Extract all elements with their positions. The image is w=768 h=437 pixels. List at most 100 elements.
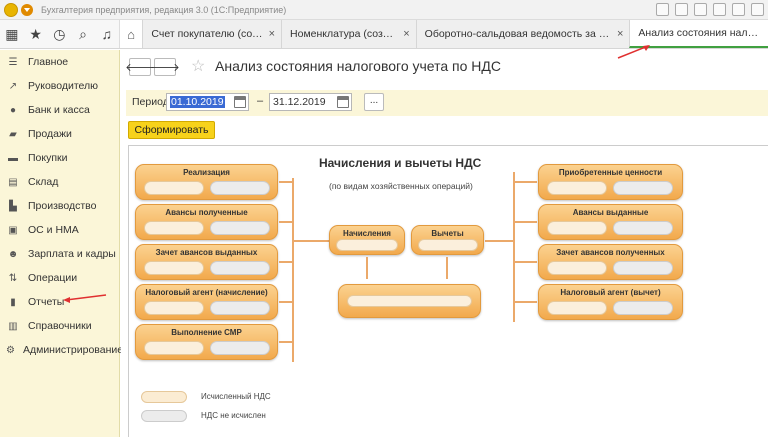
sidebar-item-label: Руководителю — [28, 80, 99, 92]
notifications-icon[interactable] — [732, 3, 745, 16]
tab-turnover[interactable]: Оборотно-сальдовая ведомость за Ноябрь 2… — [415, 20, 630, 48]
connector-line — [515, 181, 537, 183]
bell-icon[interactable]: ♫ — [101, 26, 113, 42]
sidebar-item-label: Зарплата и кадры — [28, 248, 116, 260]
block-accruals[interactable]: Начисления — [329, 225, 405, 255]
forward-button[interactable]: 🡒 — [150, 58, 180, 76]
sidebar-item-sales[interactable]: ▰Продажи — [0, 122, 119, 146]
sidebar-item-purchases[interactable]: ▬Покупки — [0, 146, 119, 170]
date-from-value: 01.10.2019 — [170, 96, 225, 108]
block-label: Начисления — [343, 229, 391, 238]
date-to-value: 31.12.2019 — [273, 96, 326, 108]
assets-icon: ▣ — [8, 224, 18, 236]
sidebar-item-reports[interactable]: ▮Отчеты — [0, 290, 119, 314]
sidebar-item-directories[interactable]: ▥Справочники — [0, 314, 119, 338]
calc-vat-pill — [336, 239, 398, 251]
legend-nocalc-swatch — [141, 410, 187, 422]
tab-vat-analysis[interactable]: Анализ состояния налогового учета по НДС — [629, 20, 768, 48]
favorite-star-icon[interactable]: ☆ — [191, 58, 206, 75]
sidebar-item-admin[interactable]: ⚙Администрирование — [0, 338, 123, 362]
tab-label: Счет покупателю (создание) * — [151, 28, 263, 40]
block-vat-total[interactable] — [338, 284, 481, 318]
connector-line — [515, 261, 537, 263]
minimize-icon[interactable] — [751, 3, 764, 16]
sidebar-item-label: Операции — [28, 272, 78, 284]
no-vat-pill — [210, 301, 270, 315]
connector-arrow — [292, 240, 329, 242]
block-purchased-goods[interactable]: Приобретенные ценности — [538, 164, 683, 200]
factory-icon: ▙ — [9, 200, 17, 212]
block-tax-agent-deduction[interactable]: Налоговый агент (вычет) — [538, 284, 683, 320]
main-content: 🡐 🡒 ☆ Анализ состояния налогового учета … — [121, 50, 768, 437]
close-icon[interactable]: × — [268, 28, 276, 40]
block-sales[interactable]: Реализация — [135, 164, 278, 200]
block-advances-received[interactable]: Авансы полученные — [135, 204, 278, 240]
sidebar-item-label: Справочники — [28, 320, 92, 332]
block-label: Реализация — [183, 168, 230, 177]
connector-line — [279, 181, 292, 183]
calendar-icon[interactable] — [713, 3, 726, 16]
connector-arrow — [366, 257, 368, 279]
generate-button[interactable]: Сформировать — [128, 121, 215, 139]
block-label: Налоговый агент (вычет) — [560, 288, 661, 297]
sidebar-item-operations[interactable]: ⇅Операции — [0, 266, 119, 290]
favorites-star-icon[interactable]: ★ — [29, 25, 42, 42]
block-construction[interactable]: Выполнение СМР — [135, 324, 278, 360]
block-offset-advances-issued[interactable]: Зачет авансов выданных — [135, 244, 278, 280]
close-icon[interactable]: × — [616, 28, 624, 40]
window-title: Бухгалтерия предприятия, редакция 3.0 (1… — [41, 4, 287, 15]
block-label: Зачет авансов полученных — [556, 248, 665, 257]
filter-bar: Период: 01.10.2019 – 31.12.2019 ... — [126, 90, 768, 116]
calendar-icon[interactable] — [234, 96, 246, 108]
sidebar-item-label: ОС и НМА — [28, 224, 79, 236]
calc-vat-pill — [347, 295, 472, 307]
block-deductions[interactable]: Вычеты — [411, 225, 484, 255]
tab-nomenclature[interactable]: Номенклатура (создание) × — [281, 20, 416, 48]
save-icon[interactable] — [656, 3, 669, 16]
tab-invoice[interactable]: Счет покупателю (создание) * × — [142, 20, 282, 48]
history-icon[interactable]: ◷ — [53, 25, 66, 42]
diagram-subtitle: (по видам хозяйственных операций) — [329, 181, 473, 191]
sidebar-item-warehouse[interactable]: ▤Склад — [0, 170, 119, 194]
calc-vat-pill — [418, 239, 478, 251]
date-from-field[interactable]: 01.10.2019 — [166, 93, 249, 111]
person-icon: ☻ — [7, 248, 19, 260]
home-icon[interactable]: ⌂ — [118, 20, 143, 48]
grid-menu-icon[interactable]: ▦ — [5, 25, 19, 42]
block-offset-advances-received[interactable]: Зачет авансов полученных — [538, 244, 683, 280]
connector-line — [515, 221, 537, 223]
sidebar-item-main[interactable]: ☰Главное — [0, 50, 119, 74]
no-vat-pill — [210, 341, 270, 355]
block-tax-agent-accrual[interactable]: Налоговый агент (начисление) — [135, 284, 278, 320]
warehouse-icon: ▤ — [8, 176, 18, 188]
window-controls — [656, 3, 764, 16]
app-logo-icon — [4, 2, 18, 17]
diagram-title: Начисления и вычеты НДС — [319, 156, 482, 170]
app-menu-button[interactable] — [21, 3, 33, 16]
block-label: Зачет авансов выданных — [155, 248, 258, 257]
sidebar-item-assets[interactable]: ▣ ОС и НМА — [0, 218, 119, 242]
search-icon[interactable]: ⌕ — [79, 25, 87, 42]
print-icon[interactable] — [675, 3, 688, 16]
block-label: Выполнение СМР — [171, 328, 242, 337]
no-vat-pill — [210, 221, 270, 235]
sidebar-item-bank[interactable]: ●Банк и касса — [0, 98, 119, 122]
block-label: Вычеты — [431, 229, 464, 238]
close-icon[interactable]: × — [403, 28, 410, 40]
calc-vat-pill — [547, 181, 607, 195]
period-select-button[interactable]: ... — [364, 93, 384, 111]
date-to-field[interactable]: 31.12.2019 — [269, 93, 352, 111]
block-label: Авансы полученные — [165, 208, 248, 217]
calendar-icon[interactable] — [337, 96, 349, 108]
connector-line — [279, 261, 292, 263]
back-button[interactable]: 🡐 — [125, 58, 155, 76]
block-advances-issued[interactable]: Авансы выданные — [538, 204, 683, 240]
legend-nocalc-label: НДС не исчислен — [201, 411, 266, 420]
calc-vat-pill — [144, 261, 204, 275]
block-label: Авансы выданные — [572, 208, 649, 217]
legend-calc-label: Исчисленный НДС — [201, 392, 271, 401]
sidebar-item-production[interactable]: ▙Производство — [0, 194, 119, 218]
calculator-icon[interactable] — [694, 3, 707, 16]
sidebar-item-salary[interactable]: ☻ Зарплата и кадры — [0, 242, 119, 266]
sidebar-item-manager[interactable]: ↗Руководителю — [0, 74, 119, 98]
